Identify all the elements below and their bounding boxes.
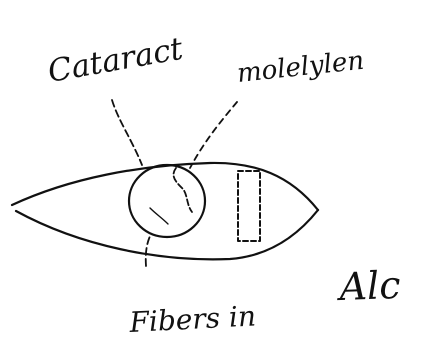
lens-inner-mark: [150, 208, 168, 224]
fibers-label: Fibers in: [128, 299, 257, 339]
eye-upper-lid: [12, 163, 318, 210]
cataract-label: Cataract: [45, 31, 186, 90]
fibers-leader-line: [146, 234, 151, 266]
alc-label: Alc: [336, 263, 401, 309]
cataract-opacity-squiggle: [174, 168, 192, 212]
eye-lower-lid: [16, 210, 318, 259]
opacity-leader-line: [190, 102, 237, 168]
cataract-leader-line: [112, 100, 142, 165]
opacity-label: molelylen: [236, 46, 366, 89]
implant-rectangle: [238, 171, 260, 241]
lens-circle: [129, 165, 205, 237]
